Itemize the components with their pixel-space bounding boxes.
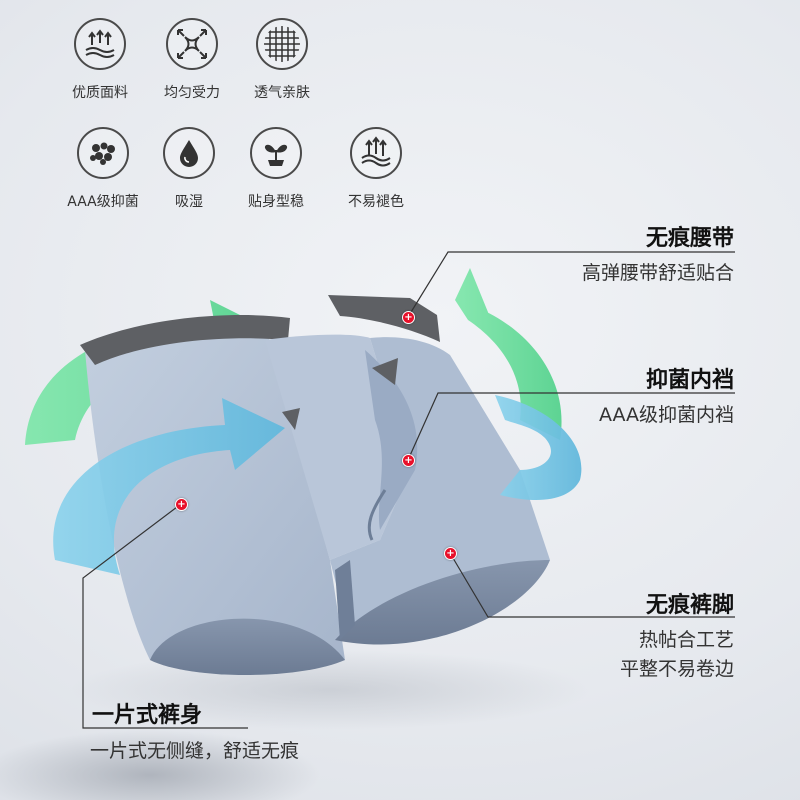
callout-body-title: 一片式裤身 xyxy=(92,703,203,728)
leg-band-dark xyxy=(335,560,355,640)
feature-label: 透气亲肤 xyxy=(254,85,310,101)
feature-label: 贴身型稳 xyxy=(248,194,304,210)
callout-legs-sub1: 热帖合工艺 xyxy=(638,629,734,651)
fabric-arrows-icon xyxy=(74,18,126,70)
callout-waistband-title: 无痕腰带 xyxy=(645,226,734,251)
feature-even-force: 均匀受力 xyxy=(147,18,237,102)
marker-body[interactable]: + xyxy=(175,498,188,511)
callout-waistband-sub: 高弹腰带舒适贴合 xyxy=(581,262,734,284)
left-leg xyxy=(85,326,345,670)
callout-legs-title: 无痕裤脚 xyxy=(645,593,734,618)
mesh-grid-icon xyxy=(256,18,308,70)
crotch-seam xyxy=(367,489,387,541)
crotch-pouch xyxy=(365,350,418,530)
inner-gusset-band xyxy=(372,358,398,385)
feature-antibacterial: AAA级抑菌 xyxy=(58,127,148,211)
floor-shadow xyxy=(0,730,320,800)
blue-arrow-right xyxy=(495,395,582,500)
callout-crotch-title: 抑菌内裆 xyxy=(645,368,734,393)
callout-body-sub: 一片式无侧缝，舒适无痕 xyxy=(90,740,300,762)
water-drop-icon xyxy=(163,127,215,179)
color-lock-icon xyxy=(350,127,402,179)
callout-legs-sub2: 平整不易卷边 xyxy=(619,658,734,680)
sprout-icon xyxy=(250,127,302,179)
feature-label: 优质面料 xyxy=(72,85,128,101)
feature-quality-fabric: 优质面料 xyxy=(55,18,145,102)
inner-band-left xyxy=(282,408,300,430)
feature-fit: 贴身型稳 xyxy=(231,127,321,211)
right-waistband xyxy=(328,295,440,342)
feature-breathable: 透气亲肤 xyxy=(237,18,327,102)
right-leg-opening xyxy=(335,560,550,645)
callout-crotch-sub: AAA级抑菌内裆 xyxy=(598,404,734,426)
feature-label: 吸湿 xyxy=(175,194,203,210)
force-balance-icon xyxy=(166,18,218,70)
leader-lines xyxy=(82,251,735,729)
feature-label: AAA级抑菌 xyxy=(67,194,139,210)
feature-moisture: 吸湿 xyxy=(144,127,234,211)
marker-legs[interactable]: + xyxy=(444,547,457,560)
feature-label: 均匀受力 xyxy=(164,85,220,101)
bacteria-icon xyxy=(77,127,129,179)
marker-crotch[interactable]: + xyxy=(402,454,415,467)
feature-label: 不易褪色 xyxy=(348,194,404,210)
left-waistband xyxy=(80,315,290,365)
blue-arrow-left xyxy=(53,398,285,575)
green-arrow-right xyxy=(455,268,562,440)
feature-colorfast: 不易褪色 xyxy=(331,127,421,211)
left-leg-opening xyxy=(150,618,345,675)
marker-waistband[interactable]: + xyxy=(402,311,415,324)
